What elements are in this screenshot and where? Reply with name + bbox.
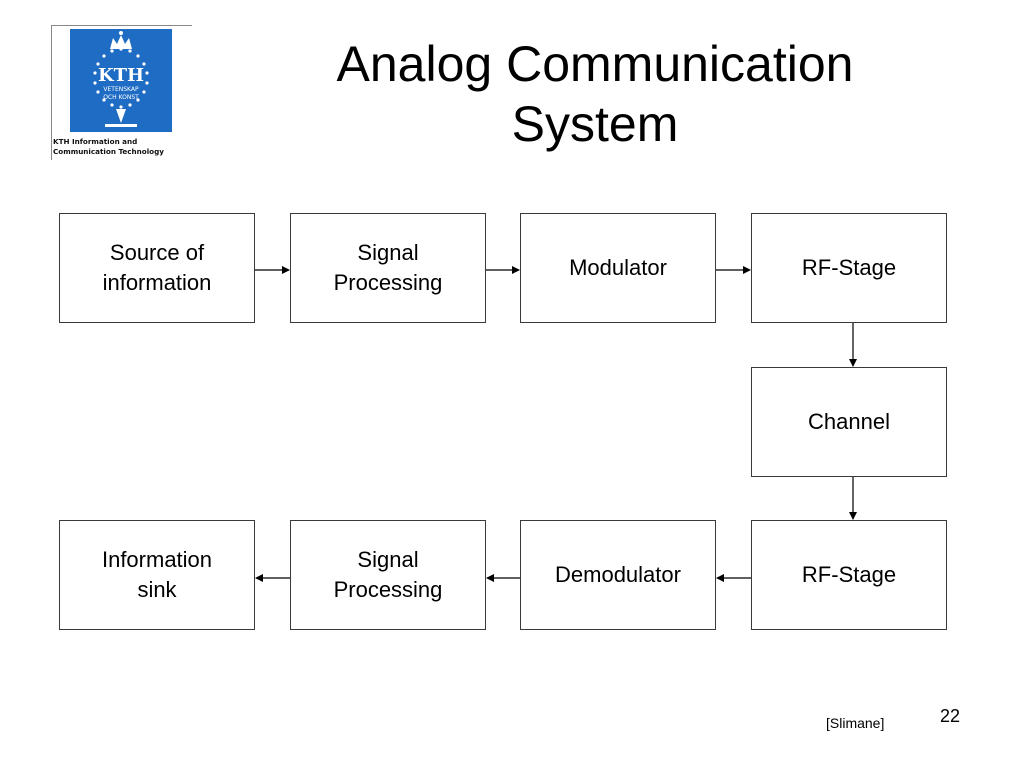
crown-icon (110, 35, 132, 49)
rx-signal-processing-block: Signal Processing (290, 520, 486, 630)
logo-badge-sub1: VETENSKAP (103, 86, 139, 93)
page-number: 22 (940, 706, 961, 726)
tx-signal-processing-block: Signal Processing (290, 213, 486, 323)
demodulator-block: Demodulator (520, 520, 716, 630)
kth-logo: KTH VETENSKAP OCH KONST KTH Information … (51, 25, 192, 160)
tx-rf-stage-block: RF-Stage (751, 213, 947, 323)
logo-caption: KTH Information and Communication Techno… (53, 137, 193, 157)
logo-badge-text: KTH (98, 65, 144, 86)
channel-block: Channel (751, 367, 947, 477)
slide-title: Analog Communication System (270, 34, 920, 154)
logo-caption-line1: KTH Information and (53, 137, 138, 146)
kth-crest-badge: KTH VETENSKAP OCH KONST (70, 29, 172, 132)
modulator-block: Modulator (520, 213, 716, 323)
logo-caption-line2: Communication Technology (53, 147, 164, 156)
crest-emblem-icon: KTH VETENSKAP OCH KONST (93, 31, 149, 127)
tassel-icon (116, 109, 126, 123)
rx-rf-stage-block: RF-Stage (751, 520, 947, 630)
information-sink-block: Information sink (59, 520, 255, 630)
slide-title-line2: System (511, 96, 679, 152)
source-of-information-block: Source of information (59, 213, 255, 323)
citation: [Slimane] (826, 715, 885, 731)
slide-title-line1: Analog Communication (336, 36, 854, 92)
wreath-ring-icon (93, 47, 149, 109)
logo-badge-sub2: OCH KONST (103, 94, 139, 101)
